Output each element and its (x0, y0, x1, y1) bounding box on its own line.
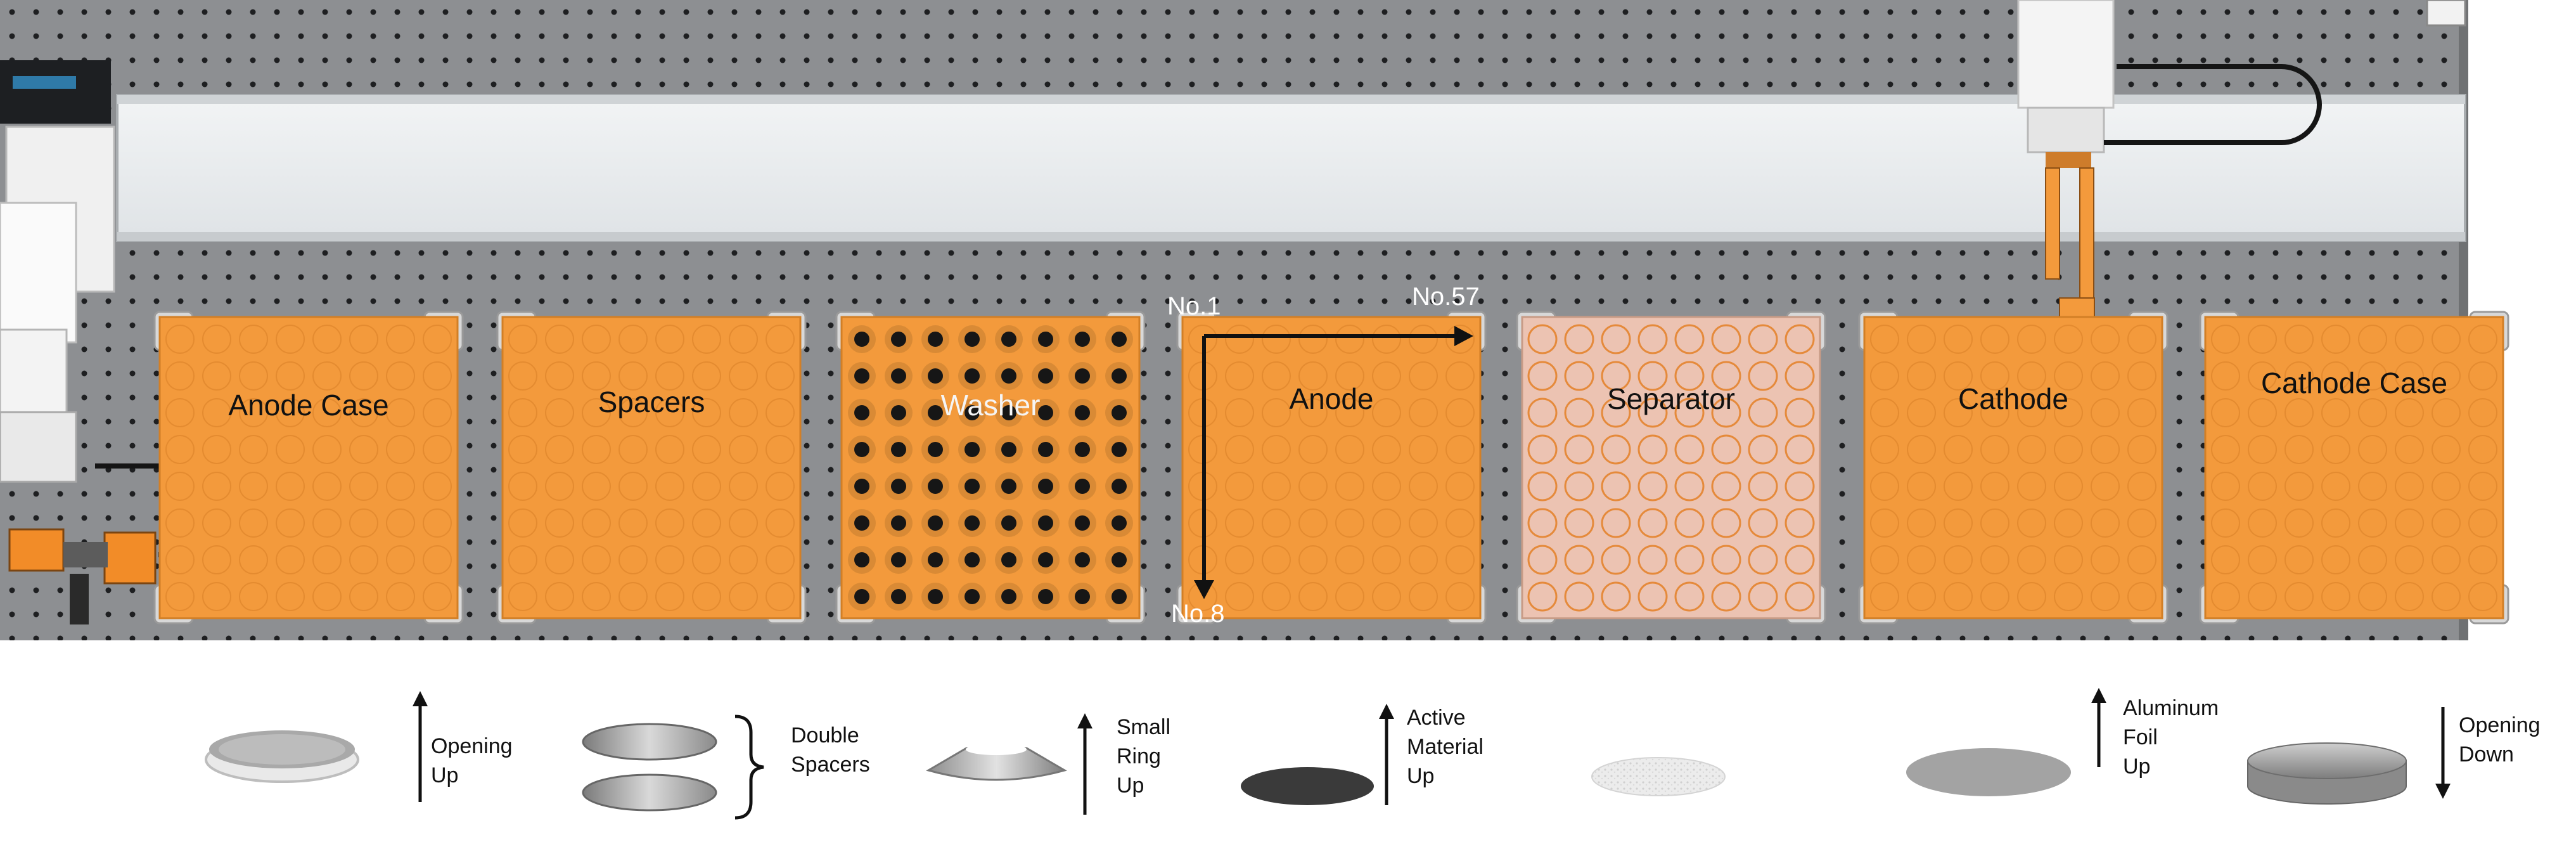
tray-separator (1516, 311, 1826, 624)
anode-disc-icon (1241, 767, 1374, 805)
arrow-up-icon (1379, 704, 1394, 805)
linear-rail (116, 94, 2466, 242)
open-case-icon (205, 730, 359, 783)
tray-spacers (496, 311, 807, 624)
arrow-up-icon (1077, 713, 1093, 815)
frame-corner (2426, 0, 2466, 27)
tray-cathode-case (2199, 311, 2509, 624)
arrow-up-icon (2091, 688, 2106, 767)
grid-col-end-label: No.8 (1171, 600, 1225, 628)
tray-label: Washer (940, 389, 1041, 422)
grid-direction-arrows (1194, 326, 1473, 599)
left-robot-arm (0, 60, 288, 624)
tray-label: Anode (1289, 382, 1374, 415)
tray-label: Separator (1606, 382, 1735, 415)
separator-disc-icon (1591, 757, 1726, 796)
tray-washer (835, 311, 1146, 624)
double-spacers-icon (582, 723, 717, 812)
arrow-down-icon (2435, 707, 2451, 799)
tray-label: Cathode (1958, 382, 2068, 415)
grid-row-end-label: No.57 (1412, 283, 1480, 311)
closed-case-icon (2247, 742, 2407, 805)
gripper-robot (2017, 0, 2322, 321)
tray-label: Spacers (598, 385, 705, 418)
grid-start-label: No.1 (1167, 292, 1221, 320)
arrow-up-icon (413, 691, 428, 802)
brace-icon (734, 715, 764, 820)
tray-label: Anode Case (228, 389, 389, 422)
tray-cathode (1858, 311, 2169, 624)
cathode-disc-icon (1906, 748, 2071, 796)
tray-label: Cathode Case (2260, 366, 2448, 399)
washer-icon (926, 744, 1067, 781)
tray-anode-case (153, 311, 464, 624)
tray-anode (1176, 311, 1487, 624)
